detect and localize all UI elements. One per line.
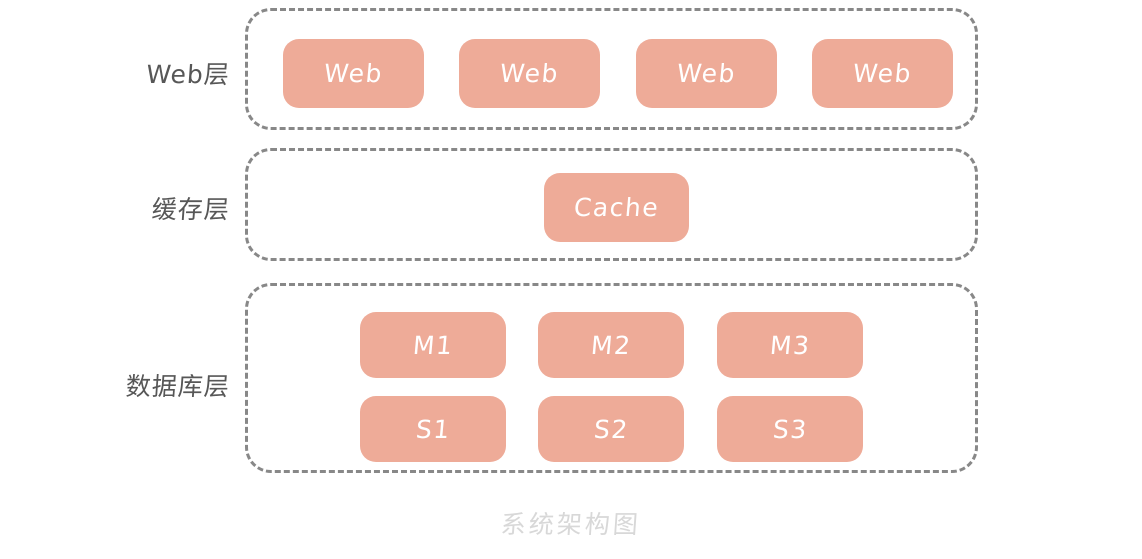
node-cache[interactable]: Cache — [544, 173, 689, 242]
layer-label-web: Web层 — [145, 60, 231, 89]
node-db-s3[interactable]: S3 — [717, 396, 863, 462]
layer-group-cache: Cache — [245, 148, 978, 261]
node-web-4[interactable]: Web — [812, 39, 953, 108]
node-label: M2 — [589, 330, 633, 360]
node-label: S3 — [771, 414, 809, 444]
node-db-s2[interactable]: S2 — [538, 396, 684, 462]
layer-label-database: 数据库层 — [124, 372, 231, 401]
layer-label-cache: 缓存层 — [150, 195, 231, 224]
layer-group-web: Web Web Web Web — [245, 8, 978, 130]
node-label: Cache — [572, 193, 661, 222]
node-label: Web — [498, 59, 561, 88]
node-label: Web — [851, 59, 914, 88]
node-web-3[interactable]: Web — [636, 39, 777, 108]
node-db-m2[interactable]: M2 — [538, 312, 684, 378]
node-label: M3 — [768, 330, 812, 360]
node-web-2[interactable]: Web — [459, 39, 600, 108]
node-db-m1[interactable]: M1 — [360, 312, 506, 378]
diagram-caption: 系统架构图 — [499, 510, 642, 539]
node-label: S2 — [592, 414, 630, 444]
node-label: Web — [322, 59, 385, 88]
node-label: M1 — [411, 330, 455, 360]
node-web-1[interactable]: Web — [283, 39, 424, 108]
node-db-m3[interactable]: M3 — [717, 312, 863, 378]
layer-group-database: M1 M2 M3 S1 S2 S3 — [245, 283, 978, 473]
node-label: S1 — [414, 414, 452, 444]
node-label: Web — [675, 59, 738, 88]
node-db-s1[interactable]: S1 — [360, 396, 506, 462]
